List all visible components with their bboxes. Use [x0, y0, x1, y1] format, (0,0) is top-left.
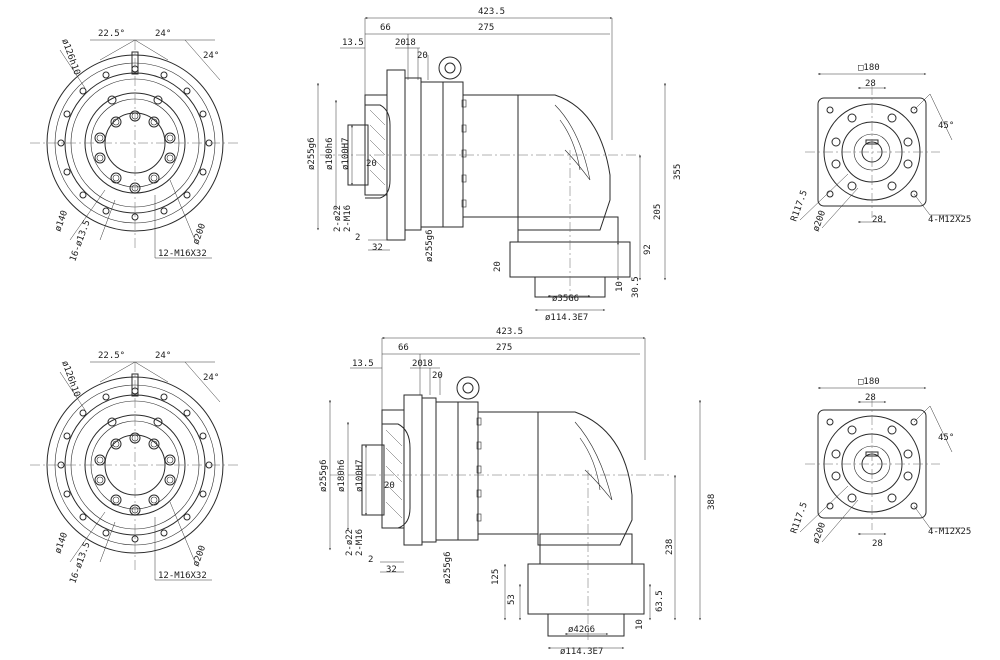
outer-bolt-holes-2 [57, 387, 213, 543]
label-angle-22-2: 22.5° [98, 351, 125, 361]
label-d1143-2: ø114.3E7 [560, 647, 603, 657]
front-view-bottom: ø126h10 22.5° 24° 24° ø140 16-ø13.5 ø200… [30, 351, 240, 585]
front-view-top: ø126h10 22.5° 24° 24° ø140 16-ø13.5 ø200… [30, 29, 240, 263]
label-h205: 205 [653, 204, 663, 220]
label-h388: 388 [707, 494, 717, 510]
label-bolt-12: 12-M16X32 [158, 249, 207, 259]
label-h238: 238 [665, 539, 675, 555]
label-len-20a: 20 [395, 38, 406, 48]
label-h10-2: 10 [635, 619, 645, 630]
label-h635: 63.5 [655, 590, 665, 612]
label-len-18-2: 18 [422, 359, 433, 369]
side-view-bottom: 423.5 66 13.5 20 18 20 275 ø255g6 ø180h6… [319, 327, 717, 657]
label-angle-24b: 24° [203, 51, 219, 61]
label-d126: ø126h10 [59, 38, 81, 77]
label-d28a: 28 [865, 79, 876, 89]
label-len-4235: 423.5 [478, 7, 505, 17]
label-r1175-2: R117.5 [789, 501, 810, 535]
label-d28b-2: 28 [872, 539, 883, 549]
label-sq180: □180 [858, 63, 880, 73]
label-d200: ø200 [811, 209, 828, 233]
label-d200-f2: ø200 [811, 521, 828, 545]
label-len-4235-2: 423.5 [496, 327, 523, 337]
label-len-18: 18 [405, 38, 416, 48]
label-angle-24a-2: 24° [155, 351, 171, 361]
label-d200: ø200 [191, 222, 208, 246]
label-h305: 30.5 [631, 276, 641, 298]
label-d255b: ø255g6 [425, 229, 435, 262]
label-bolt4-2: 4-M12X25 [928, 527, 971, 537]
label-d42: ø42G6 [568, 625, 595, 635]
label-len-275-2: 275 [496, 343, 512, 353]
label-len-20b-2: 20 [432, 371, 443, 381]
flange-view-top: □180 28 45° R117.5 ø200 28 4-M12X25 [789, 63, 971, 233]
label-holes-16: 16-ø13.5 [68, 219, 92, 263]
label-angle-24a: 24° [155, 29, 171, 39]
label-len-66: 66 [380, 23, 391, 33]
label-h355: 355 [673, 164, 683, 180]
inner-bolt-holes [94, 95, 176, 194]
label-d255: ø255g6 [307, 137, 317, 170]
label-d126-2: ø126h10 [59, 360, 81, 399]
label-holes-16-2: 16-ø13.5 [68, 541, 92, 585]
label-len-2-2: 2 [368, 555, 373, 565]
label-len-66-2: 66 [398, 343, 409, 353]
label-len-135: 13.5 [342, 38, 364, 48]
label-h10: 10 [615, 281, 625, 292]
label-angle-22: 22.5° [98, 29, 125, 39]
label-a45-2: 45° [938, 433, 954, 443]
label-len-20c: 20 [366, 159, 377, 169]
label-len-135-2: 13.5 [352, 359, 374, 369]
label-d35: ø35G6 [552, 294, 579, 304]
inner-bolt-holes-2 [94, 417, 176, 516]
label-len-275: 275 [478, 23, 494, 33]
label-d200-2: ø200 [191, 544, 208, 568]
label-d255b-2: ø255g6 [443, 551, 453, 584]
label-d100-2: ø100H7 [355, 459, 365, 492]
label-d28b: 28 [872, 215, 883, 225]
label-tap-m16-2: 2-M16 [355, 529, 365, 556]
label-len-20a-2: 20 [412, 359, 423, 369]
label-tap-22-2: 2-ø22 [345, 529, 355, 556]
label-len-32: 32 [372, 243, 383, 253]
label-d140-2: ø140 [53, 531, 70, 555]
label-tap-22: 2-ø22 [333, 205, 343, 232]
label-h53: 53 [507, 594, 517, 605]
label-r1175: R117.5 [789, 189, 810, 223]
label-sq180-2: □180 [858, 377, 880, 387]
label-a45: 45° [938, 121, 954, 131]
label-len-2: 2 [355, 233, 360, 243]
side-view-top: 423.5 66 13.5 20 18 20 275 ø255g6 ø180h6… [307, 7, 683, 323]
label-tap-m16: 2-M16 [343, 205, 353, 232]
label-d1143: ø114.3E7 [545, 313, 588, 323]
label-len-20b: 20 [417, 51, 428, 61]
flange-view-bottom: □180 28 45° R117.5 ø200 28 4-M12X25 [789, 377, 971, 549]
label-h92: 92 [643, 244, 653, 255]
label-d180: ø180h6 [325, 137, 335, 170]
label-h125: 125 [491, 569, 501, 585]
label-d255-2: ø255g6 [319, 459, 329, 492]
label-d140: ø140 [53, 209, 70, 233]
label-len-32-2: 32 [386, 565, 397, 575]
label-h20: 20 [493, 261, 503, 272]
label-bolt4: 4-M12X25 [928, 215, 971, 225]
label-len-20c-2: 20 [384, 481, 395, 491]
label-d28a-2: 28 [865, 393, 876, 403]
label-d180-2: ø180h6 [337, 459, 347, 492]
label-d100: ø100H7 [341, 137, 351, 170]
label-angle-24b-2: 24° [203, 373, 219, 383]
label-bolt-12-2: 12-M16X32 [158, 571, 207, 581]
